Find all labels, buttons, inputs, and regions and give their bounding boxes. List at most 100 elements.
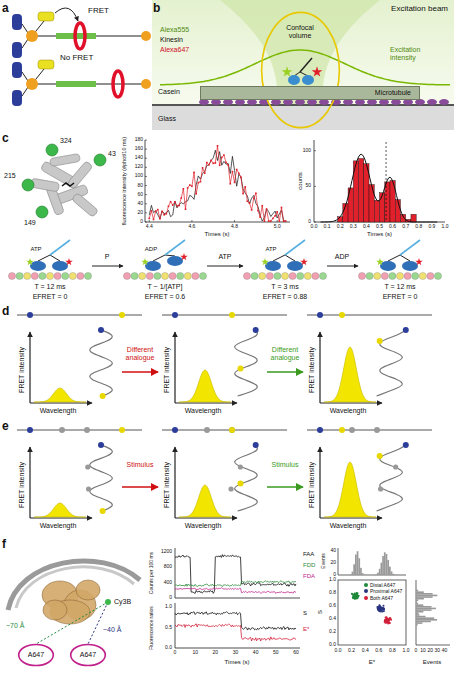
kinesin-head <box>30 261 46 271</box>
node-label: Microtubule <box>375 89 411 97</box>
tick <box>314 222 316 223</box>
histogram-bar <box>416 580 417 582</box>
tick-label: 180 <box>135 137 143 143</box>
histogram-bar <box>352 572 354 575</box>
histogram-bar <box>385 182 390 222</box>
histogram-bar <box>338 217 343 222</box>
histogram-bar <box>416 617 434 619</box>
tubulin-bead <box>412 272 419 279</box>
protein-domain <box>43 600 67 620</box>
protein-coil <box>90 445 113 511</box>
tubulin-bead <box>39 272 46 279</box>
axis-title: FRET intensity <box>308 462 316 508</box>
tick-label: 1.0 <box>329 577 336 583</box>
trace-point <box>283 220 285 222</box>
trace-point <box>195 193 197 195</box>
axis <box>175 402 237 403</box>
acceptor-dot <box>403 327 409 333</box>
kinesin-head <box>52 261 68 271</box>
trace-point <box>227 164 229 166</box>
trace-point <box>217 145 219 147</box>
tubulin-bead <box>123 272 130 279</box>
histogram-bar <box>416 629 417 631</box>
tubulin-bead <box>381 272 388 279</box>
legend-entry: Both A647 <box>364 595 402 601</box>
trace-point <box>180 197 182 199</box>
trace-e <box>175 624 296 641</box>
fret-peak <box>324 462 376 517</box>
tick <box>145 203 147 204</box>
data-point <box>385 616 387 618</box>
dye-label: Alexa647 <box>160 46 189 54</box>
histogram-bar <box>416 582 417 584</box>
trace-point <box>189 184 191 186</box>
stopper <box>26 30 38 42</box>
tick-label: 20 <box>427 648 433 654</box>
tick-label: 0 <box>174 650 177 656</box>
histogram-bar <box>392 574 394 575</box>
tick <box>191 220 192 222</box>
axis <box>145 140 290 222</box>
donor-dot <box>339 427 345 433</box>
histogram-bar <box>380 193 385 222</box>
tick-label: 0.0 <box>335 648 342 654</box>
dye-star <box>261 258 269 265</box>
residue-number: 149 <box>24 219 36 227</box>
trace-point <box>157 209 159 211</box>
axis-title: S <box>317 610 324 614</box>
site-dot <box>59 427 65 433</box>
tick-label: 4.4 <box>146 224 153 230</box>
axis-title: FRET intensity <box>18 462 26 508</box>
transition-label: Stimulus <box>263 461 307 469</box>
tubulin-bead <box>266 272 273 279</box>
histogram-bar <box>389 567 391 575</box>
protein-label: Kinesin <box>160 36 183 44</box>
axis <box>175 603 300 648</box>
histogram-bar <box>416 583 417 585</box>
ring <box>113 71 123 97</box>
trace-point <box>238 172 240 174</box>
donor-dot <box>339 312 345 318</box>
construct-line <box>307 314 432 316</box>
trace-point <box>251 209 253 211</box>
trace-point <box>183 188 185 190</box>
node-label: Confocal volume <box>275 24 325 40</box>
dye-circle: A647 <box>70 644 106 666</box>
step-label: P <box>105 253 110 261</box>
histogram-bar <box>358 558 360 575</box>
tick <box>145 185 147 186</box>
tubulin-bead <box>54 272 61 279</box>
histogram-bar <box>387 560 389 575</box>
tick-label: 0.6 <box>389 224 396 230</box>
site-dot <box>85 464 90 469</box>
trace-point <box>206 162 208 164</box>
trace-red <box>149 146 285 221</box>
transition-label: Different analogue <box>263 346 307 362</box>
tick-label: 800 <box>164 564 172 570</box>
tubulin-bead <box>297 272 304 279</box>
distance-label: ~70 Å <box>6 622 25 630</box>
trace-point <box>155 211 157 213</box>
trace-point <box>215 162 217 164</box>
donor-protein <box>38 12 54 21</box>
trace-point <box>161 211 163 213</box>
casein <box>439 99 449 105</box>
glass <box>152 104 454 130</box>
kinesin-head <box>167 256 183 266</box>
dwell-time: T = 3 ms <box>271 283 298 291</box>
trace-point <box>153 219 155 221</box>
protein-domain <box>76 580 100 600</box>
fret-efficiency: EFRET = 0 <box>33 293 68 301</box>
trace-fda <box>175 588 296 594</box>
axis <box>29 447 30 518</box>
label-site <box>94 154 106 166</box>
trace-point <box>261 205 263 207</box>
microtubule-band: Microtubule <box>200 86 420 100</box>
kinesin-stalk <box>300 58 312 72</box>
dye-star <box>26 258 34 265</box>
histogram-bar <box>416 606 432 608</box>
distance-label: ~40 Å <box>103 626 122 634</box>
site-dot <box>86 486 91 491</box>
dye-label: Cy3B <box>114 598 131 606</box>
donor-dot <box>229 312 235 318</box>
